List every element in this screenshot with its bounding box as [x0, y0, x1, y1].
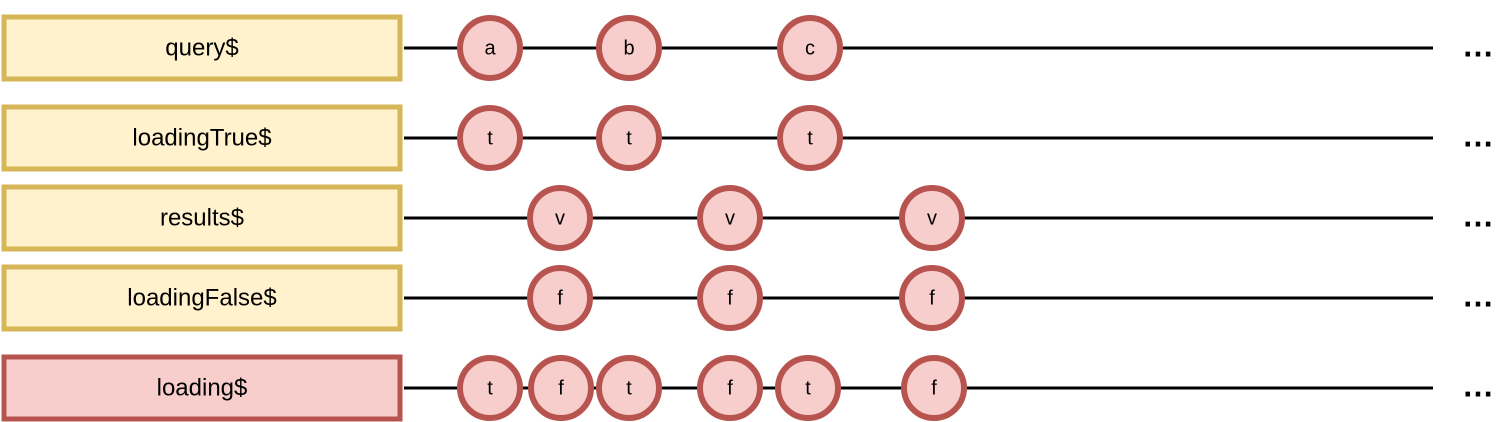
marble-value: t [805, 377, 811, 399]
stream-row: query$ a b c … [1, 14, 1494, 82]
continuation-ellipsis: … [1462, 197, 1494, 233]
continuation-ellipsis: … [1462, 27, 1494, 63]
continuation-ellipsis: … [1462, 367, 1494, 403]
marble-value: v [725, 207, 735, 229]
stream-label: query$ [165, 34, 238, 61]
event-marble: t [596, 355, 662, 421]
marble-circle [777, 15, 843, 81]
event-marble: t [775, 355, 841, 421]
event-marble: v [899, 185, 965, 251]
event-marble: t [777, 105, 843, 171]
marble-circle [775, 355, 841, 421]
marble-value: f [931, 377, 937, 399]
marble-value: v [927, 207, 937, 229]
marble-value: f [558, 377, 564, 399]
marble-circle [527, 265, 593, 331]
stream-row: results$ v v v … [1, 184, 1494, 252]
marble-circle [596, 15, 662, 81]
marble-circle [697, 265, 763, 331]
stream-row: loadingTrue$ t t t … [1, 104, 1494, 172]
marble-circle [596, 105, 662, 171]
marble-circle [527, 185, 593, 251]
marble-circle [901, 355, 967, 421]
marble-circle [697, 355, 763, 421]
marble-circle [528, 355, 594, 421]
marble-circle [457, 355, 523, 421]
marble-value: c [805, 37, 815, 59]
marble-value: f [929, 287, 935, 309]
marble-value: t [807, 127, 813, 149]
marble-value: t [626, 127, 632, 149]
event-marble: f [901, 355, 967, 421]
continuation-ellipsis: … [1462, 277, 1494, 313]
marble-value: t [487, 377, 493, 399]
marble-value: f [727, 287, 733, 309]
event-marble: v [527, 185, 593, 251]
marble-value: v [555, 207, 565, 229]
marble-circle [899, 185, 965, 251]
event-marble: t [596, 105, 662, 171]
event-marble: v [697, 185, 763, 251]
marble-value: a [484, 37, 496, 59]
continuation-ellipsis: … [1462, 117, 1494, 153]
event-marble: t [457, 105, 523, 171]
marble-value: t [487, 127, 493, 149]
stream-label: loading$ [157, 374, 248, 401]
stream-row: loadingFalse$ f f f … [1, 264, 1494, 332]
marble-value: f [727, 377, 733, 399]
event-marble: t [457, 355, 523, 421]
event-marble: f [697, 265, 763, 331]
marble-circle [457, 105, 523, 171]
event-marble: f [899, 265, 965, 331]
marble-circle [777, 105, 843, 171]
event-marble: f [527, 265, 593, 331]
marble-circle [596, 355, 662, 421]
stream-row: loading$ t f t f t f … [1, 354, 1494, 422]
marble-value: f [557, 287, 563, 309]
stream-label-box [1, 264, 403, 332]
stream-label: results$ [160, 204, 244, 231]
marble-circle [457, 15, 523, 81]
marble-circle [697, 185, 763, 251]
event-marble: f [528, 355, 594, 421]
event-marble: a [457, 15, 523, 81]
marble-value: t [626, 377, 632, 399]
stream-label: loadingFalse$ [127, 284, 276, 311]
stream-label-box [1, 184, 403, 252]
stream-label-box [1, 354, 403, 422]
marble-circle [899, 265, 965, 331]
event-marble: b [596, 15, 662, 81]
event-marble: c [777, 15, 843, 81]
event-marble: f [697, 355, 763, 421]
stream-label: loadingTrue$ [132, 124, 271, 151]
stream-label-box [1, 104, 403, 172]
stream-label-box [1, 14, 403, 82]
marble-value: b [623, 37, 634, 59]
